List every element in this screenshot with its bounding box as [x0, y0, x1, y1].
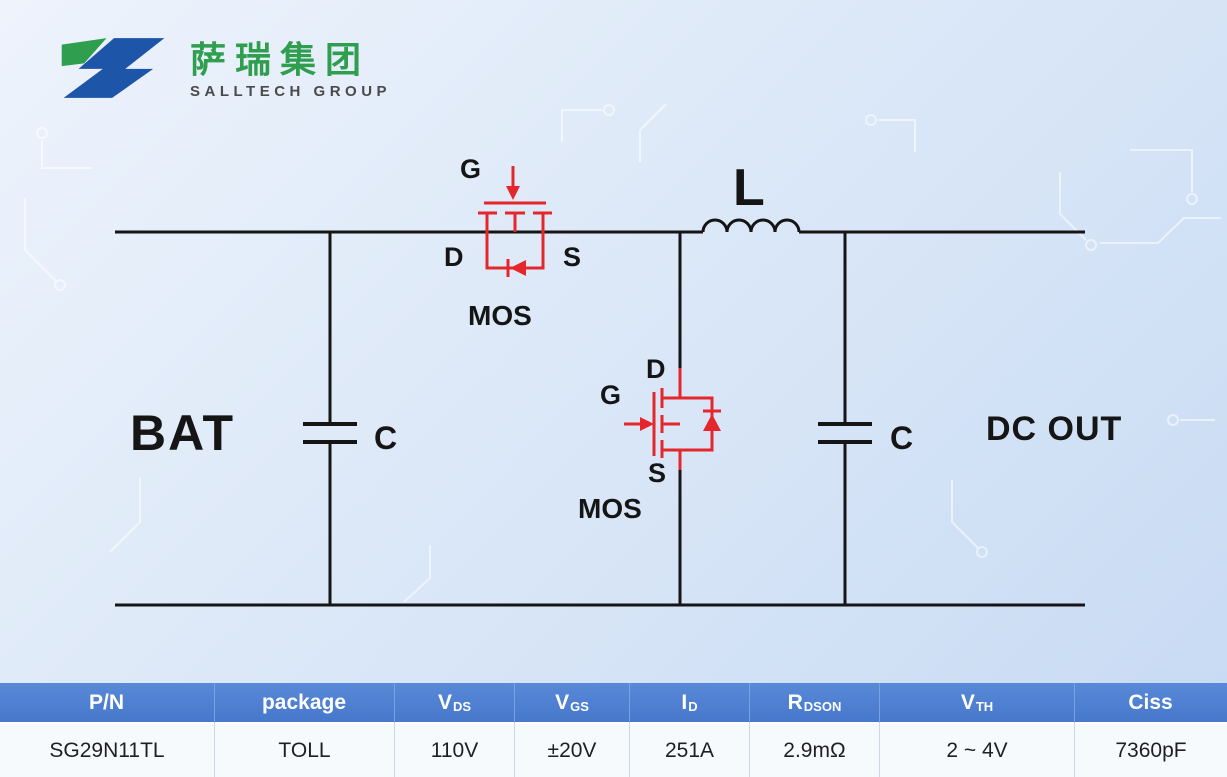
spec-value-id: 251A [630, 724, 750, 777]
trace-line [878, 119, 916, 152]
spec-value-vds: 110V [395, 724, 515, 777]
trace-dot [54, 279, 66, 291]
trace-line [1130, 149, 1193, 192]
trace-line [24, 198, 57, 282]
dc-dc-converter-schematic: BAT L C C DC OUT G D S MOS D G S MOS [115, 154, 1122, 607]
header-text: R [787, 690, 803, 714]
spec-value-vth: 2 ~ 4V [880, 724, 1075, 777]
ls-mos-label: MOS [578, 493, 642, 524]
spec-col-header-pn: P/N [0, 683, 215, 724]
trace-dot [603, 104, 615, 116]
mosfet-low-side [624, 368, 721, 470]
trace-dot [865, 114, 877, 126]
spec-value-package: TOLL [215, 724, 395, 777]
inductor-coil [701, 218, 801, 233]
ls-gate-label: G [600, 380, 621, 410]
header-text: V [555, 690, 570, 714]
header-text: V [960, 690, 975, 714]
ls-gate-arrow-icon [640, 417, 654, 431]
header-sub: TH [975, 699, 994, 714]
header-sub: DS [452, 699, 472, 714]
spec-value-vgs: ±20V [515, 724, 630, 777]
company-name-cn: 萨瑞集团 [190, 39, 371, 80]
ls-source-label: S [648, 458, 666, 488]
hs-gate-label: G [460, 154, 481, 184]
spec-col-header-ciss: Ciss [1075, 683, 1227, 724]
header-sub: GS [570, 699, 589, 714]
hs-source-label: S [563, 242, 581, 272]
company-logo: 萨瑞集团 SALLTECH GROUP [58, 34, 391, 102]
header-sub: DSON [803, 699, 842, 714]
hs-drain-label: D [444, 242, 464, 272]
ls-drain-label: D [646, 354, 666, 384]
inductor-label: L [733, 159, 765, 217]
trace-line [1100, 217, 1221, 244]
header-text: P/N [88, 690, 124, 714]
dc-out-label: DC OUT [986, 410, 1122, 448]
trace-dot [1186, 193, 1198, 205]
spec-value-pn: SG29N11TL [0, 724, 215, 777]
trace-dot [36, 127, 48, 139]
trace-line [561, 109, 602, 142]
spec-col-header-package: package [215, 683, 395, 724]
cap-left-label: C [374, 420, 397, 456]
logo-green-shape [61, 38, 107, 67]
right-capacitor [818, 422, 872, 444]
trace-line [109, 478, 141, 553]
cap-right-label: C [890, 420, 913, 456]
mosfet-high-side [478, 166, 552, 277]
spec-value-ciss: 7360pF [1075, 724, 1227, 777]
hs-gate-arrow-icon [506, 186, 520, 200]
trace-dot [1167, 414, 1179, 426]
left-capacitor [303, 422, 357, 444]
trace-line [403, 545, 431, 603]
hs-mos-label: MOS [468, 300, 532, 331]
header-text: V [437, 690, 452, 714]
company-name-en: SALLTECH GROUP [190, 83, 392, 100]
hs-body-diode-loop [485, 232, 545, 270]
bat-label: BAT [130, 405, 235, 461]
trace-line [41, 140, 92, 169]
hs-terminal-leads [485, 213, 545, 232]
ls-body-diode-icon [703, 414, 721, 431]
header-text: I [681, 690, 688, 714]
spec-value-rdson: 2.9mΩ [750, 724, 880, 777]
trace-dot [976, 546, 988, 558]
wires [115, 218, 1085, 607]
logo-text: 萨瑞集团 SALLTECH GROUP [190, 34, 392, 101]
trace-line [951, 480, 979, 549]
trace-dot [1085, 239, 1097, 251]
logo-blue-shape [63, 38, 165, 98]
header-text: Ciss [1128, 690, 1173, 714]
header-text: package [261, 690, 347, 714]
hs-body-diode-icon [510, 260, 526, 276]
logo-mark-icon [61, 38, 165, 98]
header-sub: D [688, 699, 698, 714]
trace-line [639, 103, 667, 162]
